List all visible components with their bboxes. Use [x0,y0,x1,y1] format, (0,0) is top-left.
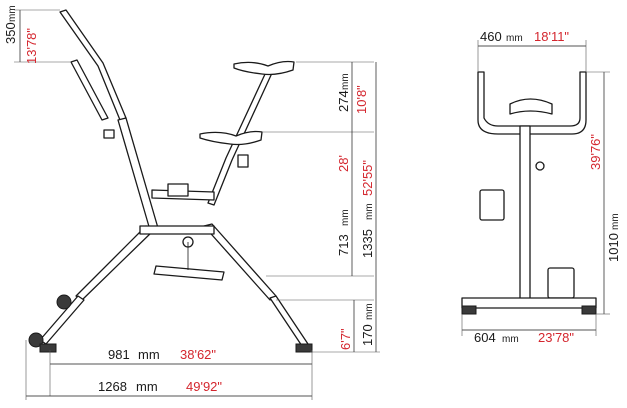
side-frame-cross [139,225,215,235]
wheelbase-mm: 981 [108,347,130,362]
side-frame-right-leg [203,223,277,301]
overall-length-inch: 49'92" [186,379,222,394]
base-width-unit: mm [502,334,519,345]
seat-range-unit: mm [340,73,351,90]
front-height-mm: 1010 [606,233,621,262]
pedal-height-mm: 170 [360,324,375,346]
front-base-bar [461,297,597,309]
handlebar-width-unit: mm [506,33,523,44]
handlebar-rise-inch: 13'78" [24,28,39,64]
handlebar-width-mm: 460 [480,29,502,44]
overall-length-mm: 1268 [98,379,127,394]
overall-length-unit: mm [136,379,158,394]
wheelbase-inch: 38'62" [180,347,216,362]
side-knob [103,129,115,139]
front-foot-right [581,305,597,315]
dim-overall-length: 1268 mm 49'92" [25,340,313,400]
handlebar-width-inch: 18'11" [534,29,569,44]
handlebar-rise-unit: mm [7,5,18,22]
dim-handlebar-rise: 350 mm 13'78" [3,5,70,64]
dim-pedal-height: 6'7" 170 mm [276,299,375,352]
base-width-inch: 23'78" [538,330,574,345]
side-wheel-front [56,294,72,310]
front-pedal-right [547,267,575,299]
side-frame-left-leg [75,225,155,301]
front-height-unit: mm [610,213,621,230]
front-pedal-left [479,189,505,221]
max-height-inch: 52'55" [360,160,375,196]
front-knob [535,161,545,171]
front-view-bike [461,71,597,315]
handlebar-rise-mm: 350 [3,22,18,44]
seat-low-height-unit: mm [340,209,351,226]
front-handlebar [477,71,587,135]
side-pedal-lower [153,265,225,281]
front-seat [509,98,553,115]
dim-seat-low-height: 28' 713 mm [266,132,374,277]
front-height-inch: 39'76" [588,134,603,170]
side-view-bike [28,9,313,353]
seat-range-inch: 10'8" [354,85,369,114]
side-rear-leg [269,295,309,347]
dim-seat-range: 274 mm 10'8" [262,61,374,133]
dim-front-height: 39'76" 1010 mm [586,71,621,315]
front-foot-left [461,305,477,315]
side-seat-lower [199,130,263,146]
wheelbase-unit: mm [138,347,160,362]
base-width-mm: 604 [474,330,496,345]
seat-range-mm: 274 [336,90,351,112]
seat-low-height-inch: 28' [336,155,351,172]
dim-wheelbase: 981 mm 38'62" [49,347,313,396]
front-main-tube [519,125,531,303]
side-pedal-bracket [167,183,189,197]
side-handlebar-lower [70,59,109,121]
dim-base-width: 604 mm 23'78" [461,314,597,345]
dim-max-height: 52'55" 1335 mm [310,62,380,353]
max-height-mm: 1335 [360,229,375,258]
dim-handlebar-width: 460 mm 18'11" [477,29,587,72]
max-height-unit: mm [364,203,375,220]
side-seat-clamp [237,154,249,168]
pedal-height-unit: mm [364,303,375,320]
pedal-height-inch: 6'7" [338,328,353,350]
side-main-tube [117,117,159,231]
side-foot-front [39,343,57,353]
side-seat-upper [233,60,295,76]
seat-low-height-mm: 713 [336,234,351,256]
side-foot-rear [295,343,313,353]
